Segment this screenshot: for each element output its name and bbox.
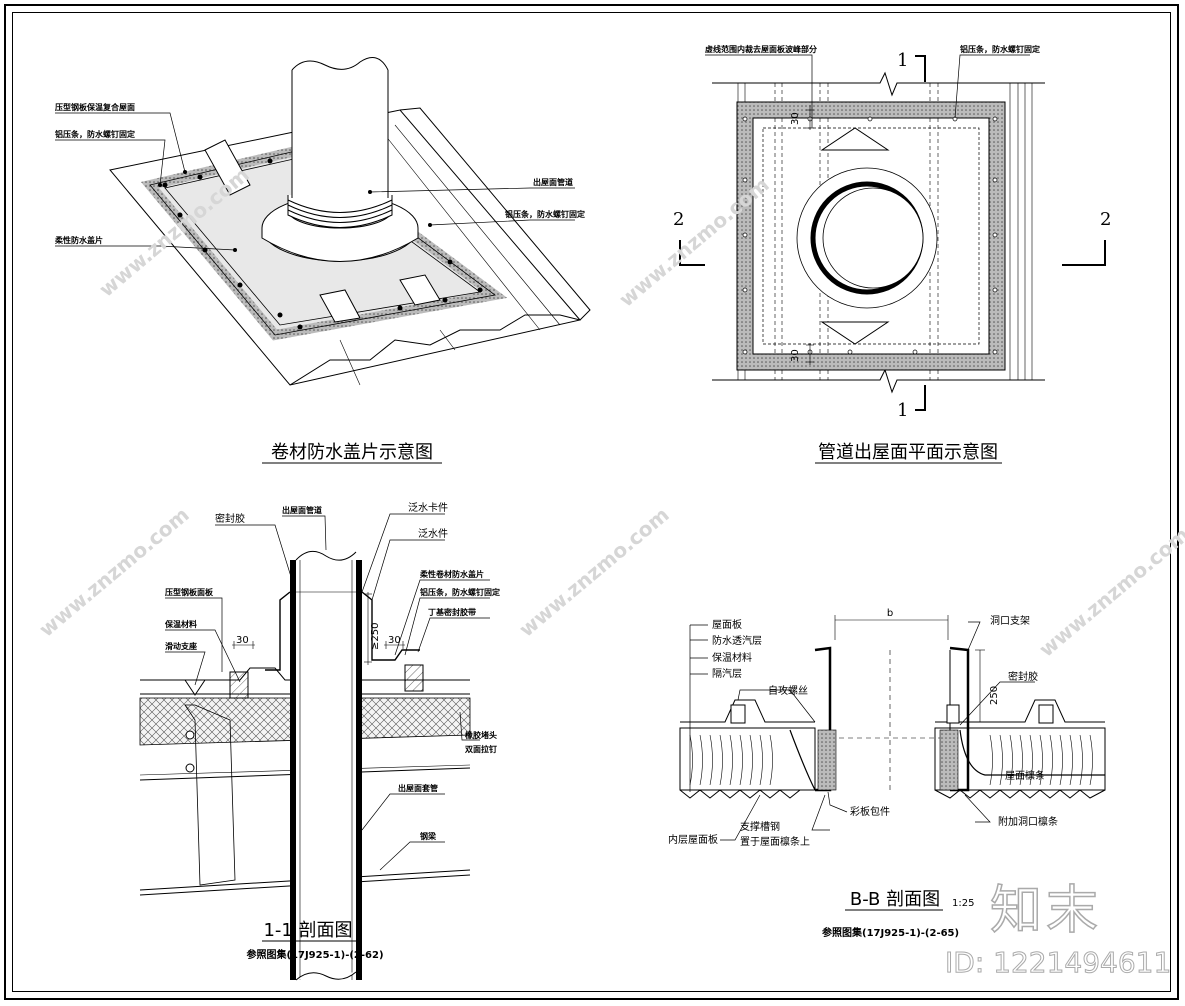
label-channel: 支撑槽钢	[740, 820, 780, 833]
label-vapor-perm: 防水透汽层	[712, 634, 762, 647]
ref-section-b-b: 参照图集(17J925-1)-(2-65)	[822, 926, 959, 939]
brand-logo: 知末	[989, 880, 1103, 942]
label-channel-2: 置于屋面檩条上	[740, 835, 810, 848]
cut-1-top: 1	[897, 50, 908, 71]
dim-section-height: ≥250	[370, 623, 381, 650]
label-roof-board: 屋面板	[712, 618, 742, 631]
label-screw: 自攻螺丝	[768, 684, 808, 697]
label-membrane: 柔性防水盖片	[54, 235, 103, 245]
label-dashed-note: 虚线范围内裁去屋面板波峰部分	[705, 44, 817, 54]
scale-b-b: 1:25	[952, 898, 974, 909]
label-rubber: 橡胶堵头	[465, 730, 497, 740]
label-section-membrane: 柔性卷材防水盖片	[419, 569, 484, 579]
dim-section-w2: 30	[388, 635, 401, 646]
dim-bb-height: 250	[989, 686, 1000, 705]
label-extra-purlin: 附加洞口檩条	[998, 815, 1058, 828]
label-purlin: 屋面檩条	[1005, 769, 1045, 782]
label-plan-strip-fix: 铝压条，防水螺钉固定	[960, 44, 1040, 54]
label-panel: 压型钢板面板	[165, 587, 214, 597]
label-section-insulation: 保温材料	[164, 619, 197, 629]
drawing-section-1-1: ≥250 30 30 密封胶 出屋面管道 泛水卡件 泛水件 柔性卷材防水盖片 铝…	[139, 501, 500, 981]
label-strip-fix: 铝压条，防水螺钉固定	[55, 129, 135, 139]
label-bb-sealant: 密封胶	[1008, 670, 1038, 683]
label-pipe: 出屋面管道	[533, 177, 573, 187]
label-beam: 钢梁	[420, 831, 437, 841]
label-opening-frame: 洞口支架	[990, 615, 1030, 627]
label-section-pipe: 出屋面管道	[282, 505, 322, 515]
label-bb-insulation: 保温材料	[712, 651, 752, 664]
label-strip-fix-2: 铝压条，防水螺钉固定	[505, 209, 585, 219]
drawing-membrane-isometric: 压型钢板保温复合屋面 铝压条，防水螺钉固定 柔性防水盖片 出屋面管道 铝压条，防…	[54, 57, 591, 464]
inner-frame	[12, 12, 1171, 992]
label-vapor-barrier: 隔汽层	[712, 667, 742, 680]
label-roof-panel: 压型钢板保温复合屋面	[55, 102, 135, 112]
title-section-1-1: 1-1 剖面图	[263, 920, 352, 941]
brand-id: ID: 1221494611	[944, 946, 1172, 980]
ref-section-1-1: 参照图集(17J925-1)-(2-62)	[246, 948, 383, 961]
label-flashing: 泛水件	[418, 528, 448, 540]
title-section-b-b: B-B 剖面图	[850, 889, 940, 910]
cut-1-bottom: 1	[897, 400, 908, 421]
label-flash-clip: 泛水卡件	[408, 501, 448, 514]
dim-section-w1: 30	[236, 635, 249, 646]
dim-plan-bottom: 30	[790, 349, 801, 362]
drawing-plan-view: 30 30 虚线范围内裁去屋面板波峰部分 铝压条，防水螺钉固定 1 1 2 2 …	[673, 44, 1111, 464]
label-section-strip: 铝压条，防水螺钉固定	[420, 587, 500, 597]
label-butyl: 丁基密封胶带	[428, 607, 476, 617]
drawing-section-b-b: b 250 屋面板 防水透汽层 保温材料 隔汽层 自攻螺丝 洞口支架 密封胶 屋…	[668, 608, 1106, 939]
title-plan: 管道出屋面平面示意图	[818, 442, 998, 463]
dim-b: b	[887, 608, 893, 619]
cut-2-right: 2	[1100, 209, 1111, 230]
label-color-wrap: 彩板包件	[850, 805, 890, 818]
label-rivet: 双面拉钉	[465, 744, 497, 754]
label-sleeve: 出屋面套管	[398, 783, 438, 793]
label-inner-board: 内层屋面板	[668, 833, 718, 846]
label-sealant: 密封胶	[215, 512, 245, 525]
label-support: 滑动支座	[165, 641, 197, 651]
dim-plan-top: 30	[790, 112, 801, 125]
title-membrane: 卷材防水盖片示意图	[271, 442, 433, 463]
cut-2-left: 2	[673, 209, 684, 230]
outer-frame	[4, 4, 1179, 1000]
